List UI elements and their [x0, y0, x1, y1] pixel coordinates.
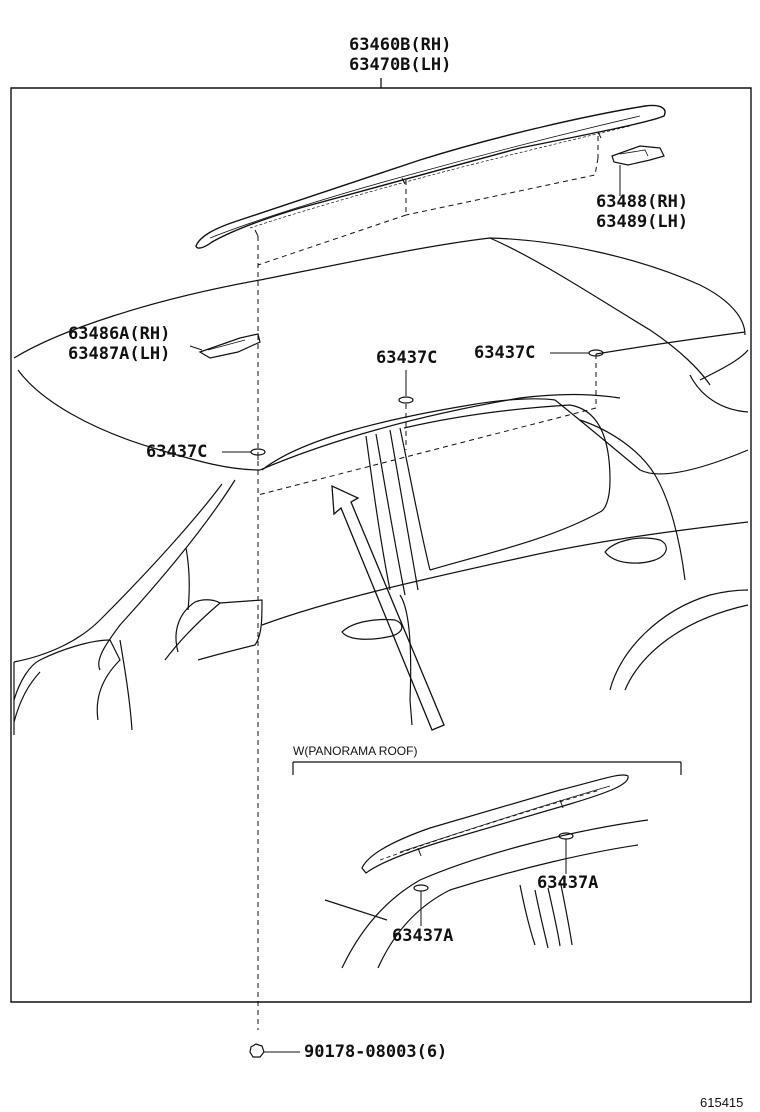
- label-clip-a-right: 63437A: [537, 873, 599, 893]
- inset-bracket: [293, 762, 681, 775]
- inset-title: W(PANORAMA ROOF): [293, 744, 418, 758]
- rear-end-cover: [612, 146, 664, 196]
- label-front-end-cover-rh: 63486A(RH): [68, 324, 171, 344]
- label-leaders: [222, 353, 589, 452]
- clip-63437a-left-icon: [414, 885, 428, 891]
- label-clip-c-right: 63437C: [474, 343, 536, 363]
- label-roof-rack-rh: 63460B(RH): [349, 35, 452, 55]
- label-front-end-cover-lh: 63487A(LH): [68, 344, 171, 364]
- install-dashed-lines: [258, 136, 598, 1030]
- label-roof-rack-lh: 63470B(LH): [349, 55, 452, 75]
- label-clip-c-top: 63437C: [376, 348, 438, 368]
- front-end-cover: [190, 334, 260, 358]
- label-nut: 90178-08003(6): [304, 1042, 448, 1062]
- inset-panorama-roof: [325, 775, 648, 968]
- figure-number: 615415: [700, 1095, 744, 1110]
- label-clip-a-left: 63437A: [392, 926, 454, 946]
- label-clip-c-left: 63437C: [146, 442, 208, 462]
- nut-icon: [250, 1044, 300, 1057]
- roof-rack-rail: [196, 105, 665, 248]
- car-body: [14, 238, 748, 735]
- label-rear-end-cover-rh: 63488(RH): [596, 192, 689, 212]
- clip-63437c-top-icon: [399, 397, 413, 403]
- label-rear-end-cover-lh: 63489(LH): [596, 212, 689, 232]
- direction-arrow: [332, 486, 444, 730]
